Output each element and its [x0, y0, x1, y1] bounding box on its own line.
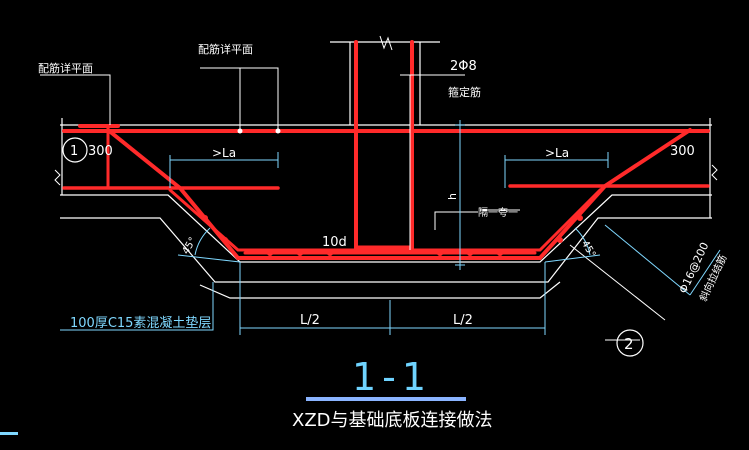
label-angle-right: 45°: [579, 239, 597, 260]
label-300-left: 300: [88, 144, 113, 159]
label-anchor-left: >La: [212, 146, 236, 160]
callout-1-number: 1: [70, 144, 78, 159]
callout-2-circle: [616, 329, 644, 357]
dimension-lines: [60, 120, 721, 335]
callout-1-circle: [62, 137, 88, 163]
label-half-left: L/2: [300, 313, 320, 328]
callouts: [62, 137, 644, 357]
label-2phi8: 2Φ8: [450, 59, 477, 74]
concrete-outline: [60, 41, 712, 299]
callout-2-number: 2: [624, 335, 634, 353]
label-slab-plan-left: 配筋详平面: [38, 61, 93, 75]
label-every-other: 隔一夸一: [478, 206, 518, 219]
drawing-title: XZD与基础底板连接做法: [292, 410, 493, 431]
break-markers: [54, 35, 718, 186]
label-half-right: L/2: [453, 313, 473, 328]
label-angle-left: 45°: [181, 236, 199, 257]
rebar-group: [62, 40, 710, 260]
label-height-h: h: [446, 193, 459, 200]
rebar-dots: [202, 215, 583, 256]
leader-lines: [40, 67, 666, 341]
label-positioning-bar: 箍定筋: [448, 85, 481, 99]
label-10d: 10d: [322, 235, 347, 250]
label-300-right: 300: [670, 144, 695, 159]
title-underline: [306, 397, 466, 401]
corner-mark: [0, 432, 18, 435]
section-label: 1-1: [352, 355, 432, 399]
label-cushion: 100厚C15素混凝土垫层: [70, 315, 211, 331]
label-anchor-right: >La: [545, 146, 569, 160]
label-slab-plan-mid: 配筋详平面: [198, 42, 253, 56]
